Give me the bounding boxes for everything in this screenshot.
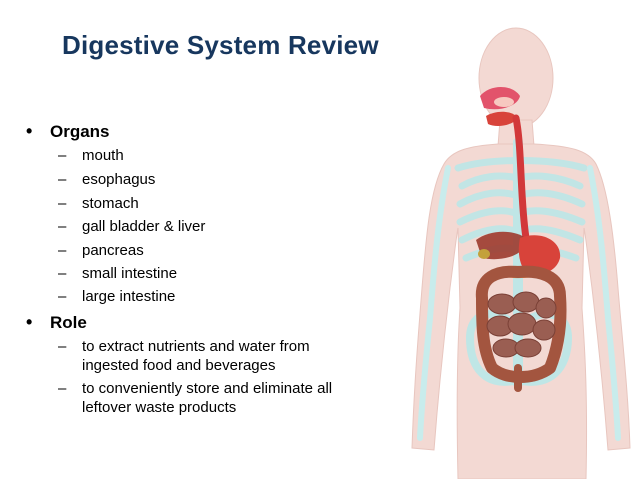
dash: –	[58, 288, 67, 305]
dash: –	[58, 147, 67, 164]
bullet-dot: •	[26, 121, 33, 141]
dash: –	[58, 195, 67, 212]
organ-label: stomach	[82, 195, 139, 212]
digestive-anatomy-illustration	[411, 27, 631, 479]
dash: –	[58, 171, 67, 188]
organ-label: esophagus	[82, 171, 156, 188]
organ-label: small intestine	[82, 265, 178, 282]
role-line-2: ingested food and beverages	[82, 357, 276, 374]
bullet-dot: •	[26, 312, 33, 332]
mouth-nasal-cavity	[480, 87, 520, 126]
role-line-2: leftover waste products	[82, 399, 237, 416]
organ-label: large intestine	[82, 288, 176, 305]
dash: –	[58, 265, 67, 282]
role-line-1: to conveniently store and eliminate all	[82, 380, 333, 397]
stomach	[518, 235, 561, 274]
dash: –	[58, 380, 67, 397]
dash: –	[58, 242, 67, 259]
role-line-1: to extract nutrients and water from	[82, 338, 310, 355]
gall-bladder	[478, 249, 490, 259]
bullet-heading-organs: Organs	[50, 122, 110, 141]
organ-label: gall bladder & liver	[82, 218, 206, 235]
bullet-heading-role: Role	[50, 313, 87, 332]
slide-title: Digestive System Review	[62, 30, 379, 60]
small-intestine	[486, 291, 557, 358]
organ-label: pancreas	[82, 242, 144, 259]
arm-bones	[417, 165, 621, 441]
dash: –	[58, 218, 67, 235]
esophagus	[512, 114, 530, 242]
large-intestine	[475, 265, 567, 383]
dash: –	[58, 338, 67, 355]
organ-label: mouth	[82, 147, 124, 164]
